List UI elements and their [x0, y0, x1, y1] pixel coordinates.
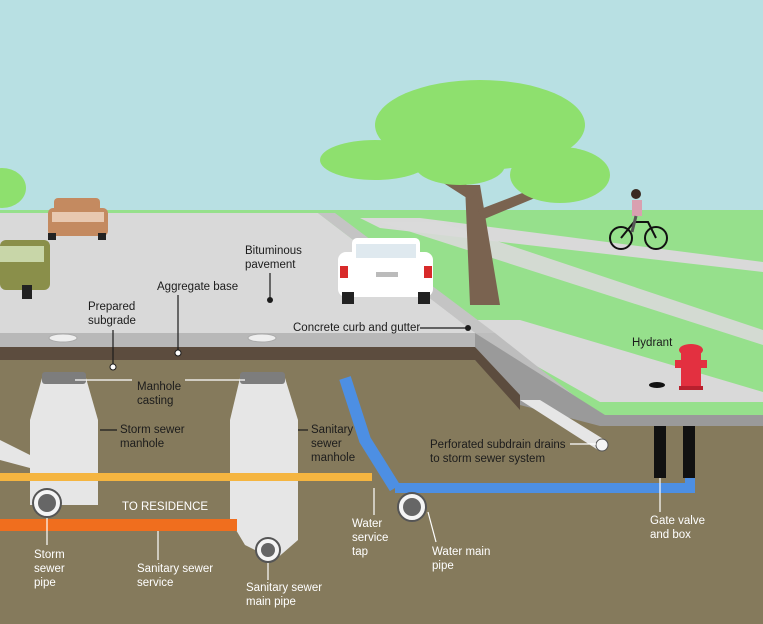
- label-sanitary-main-pipe-1: Sanitary sewer: [246, 582, 322, 594]
- label-sanitary-sewer-manhole-1: Sanitary: [311, 424, 353, 436]
- gate-valve-box-left: [654, 426, 666, 478]
- storm-lateral: [0, 440, 30, 468]
- dot-curb: [465, 325, 471, 331]
- label-bituminous-pavement-1: Bituminous: [245, 245, 302, 257]
- label-prepared-subgrade-1: Prepared: [88, 301, 135, 313]
- gate-valve-box-right: [683, 426, 695, 478]
- label-perforated-subdrain-2: to storm sewer system: [430, 453, 545, 465]
- water-service-line: [0, 473, 372, 481]
- perforated-subdrain: [520, 400, 605, 450]
- storm-sewer-manhole: [30, 378, 98, 505]
- dot-aggregate: [174, 349, 182, 357]
- hydrant: [675, 344, 707, 390]
- storm-manhole-casting: [42, 372, 86, 384]
- label-bituminous-pavement-2: pavement: [245, 259, 296, 271]
- dot-subgrade: [109, 363, 117, 371]
- aggregate-layer: [0, 347, 475, 360]
- label-storm-sewer-manhole-1: Storm sewer: [120, 424, 185, 436]
- dot-bituminous: [267, 297, 273, 303]
- water-service-tap-line: [339, 376, 401, 492]
- tree-foliage-left: [320, 140, 430, 180]
- label-gate-valve-1: Gate valve: [650, 515, 705, 527]
- label-storm-sewer-pipe-3: pipe: [34, 577, 56, 589]
- label-sanitary-sewer-manhole-3: manhole: [311, 452, 355, 464]
- label-aggregate-base: Aggregate base: [157, 281, 238, 293]
- cyclist: [609, 189, 668, 250]
- tree-trunk: [465, 185, 500, 305]
- sanitary-sewer-manhole: [230, 378, 298, 560]
- sanitary-sewer-service-pipe: [0, 519, 237, 531]
- label-perforated-subdrain-1: Perforated subdrain drains: [430, 439, 566, 451]
- left-tree-foliage: [0, 168, 26, 208]
- valve-box-cover: [649, 382, 665, 388]
- label-hydrant: Hydrant: [632, 337, 673, 349]
- label-storm-sewer-manhole-2: manhole: [120, 438, 164, 450]
- manhole-cover-right: [247, 333, 277, 343]
- label-water-main-pipe-2: pipe: [432, 560, 454, 572]
- tree-foliage: [375, 80, 585, 170]
- label-sanitary-sewer-service-1: Sanitary sewer: [137, 563, 213, 575]
- white-car: [338, 238, 433, 304]
- label-water-service-tap-2: service: [352, 532, 388, 544]
- label-water-service-tap-1: Water: [352, 518, 382, 530]
- olive-car: [0, 240, 50, 299]
- label-sanitary-sewer-service-2: service: [137, 577, 173, 589]
- label-concrete-curb: Concrete curb and gutter: [293, 322, 420, 334]
- label-to-residence: TO RESIDENCE: [122, 501, 208, 513]
- pavement-layer: [0, 333, 475, 347]
- sanitary-pipe-hole: [261, 543, 275, 557]
- label-storm-sewer-pipe-2: sewer: [34, 563, 65, 575]
- label-water-main-pipe-1: Water main: [432, 546, 490, 558]
- curb-section: [475, 333, 763, 426]
- tree-branch-right: [478, 190, 535, 220]
- curb-section-dark: [475, 347, 520, 410]
- label-manhole-casting-1: Manhole: [137, 381, 181, 393]
- label-sanitary-main-pipe-2: main pipe: [246, 596, 296, 608]
- label-manhole-casting-2: casting: [137, 395, 173, 407]
- tree-foliage-right: [510, 147, 610, 203]
- label-sanitary-sewer-manhole-2: sewer: [311, 438, 342, 450]
- label-prepared-subgrade-2: subgrade: [88, 315, 136, 327]
- storm-pipe-hole: [38, 494, 56, 512]
- label-storm-sewer-pipe-1: Storm: [34, 549, 65, 561]
- manhole-cover-left: [48, 333, 78, 343]
- sanitary-manhole-casting: [240, 372, 285, 384]
- subdrain-end: [595, 438, 609, 452]
- label-water-service-tap-3: tap: [352, 546, 368, 558]
- tree-foliage-mid: [415, 145, 505, 185]
- label-gate-valve-2: and box: [650, 529, 691, 541]
- water-main-hole: [403, 498, 421, 516]
- brown-car: [48, 198, 108, 240]
- leader-water-main: [427, 511, 437, 543]
